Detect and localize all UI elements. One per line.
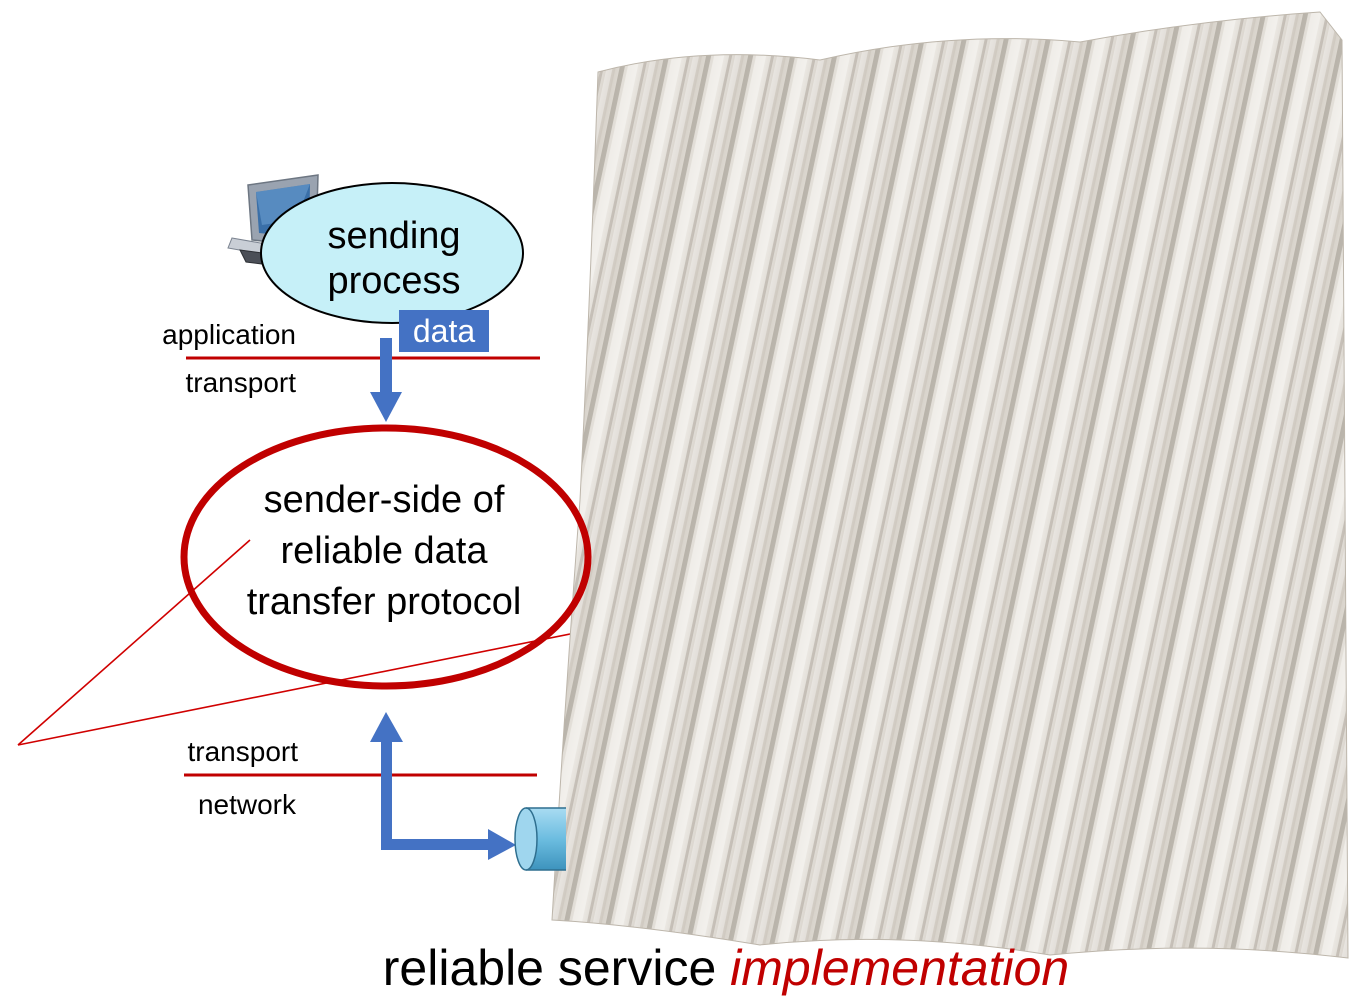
rdt-sender-ellipse (180, 424, 592, 690)
sending-process-bubble (260, 182, 524, 324)
curtain-image (551, 11, 1349, 959)
rdt-sender-label-line3: transfer protocol (247, 581, 522, 623)
sending-process-label-line1: sending (327, 215, 460, 257)
layer-label-application: application (162, 319, 296, 350)
network-right-arrow (381, 829, 516, 860)
caption-emphasis: implementation (730, 940, 1069, 996)
data-box (399, 310, 489, 352)
rdt-sender-label-line1: sender-side of (264, 479, 505, 521)
caption-plain: reliable service (383, 940, 730, 996)
data-down-arrow (370, 338, 402, 422)
network-up-arrow (370, 712, 403, 850)
layer-label-network: network (198, 789, 297, 820)
caption: reliable service implementation (383, 940, 1069, 996)
callout-line-lower (17, 629, 591, 746)
layer-label-transport-bottom: transport (188, 736, 299, 767)
rdt-sender-label-line2: reliable data (280, 530, 488, 572)
callout-line-upper (17, 539, 251, 746)
sending-process-label-line2: process (327, 260, 460, 302)
cylinder-link-icon (514, 807, 566, 871)
data-label: data (413, 313, 475, 349)
layer-label-transport-top: transport (186, 367, 297, 398)
